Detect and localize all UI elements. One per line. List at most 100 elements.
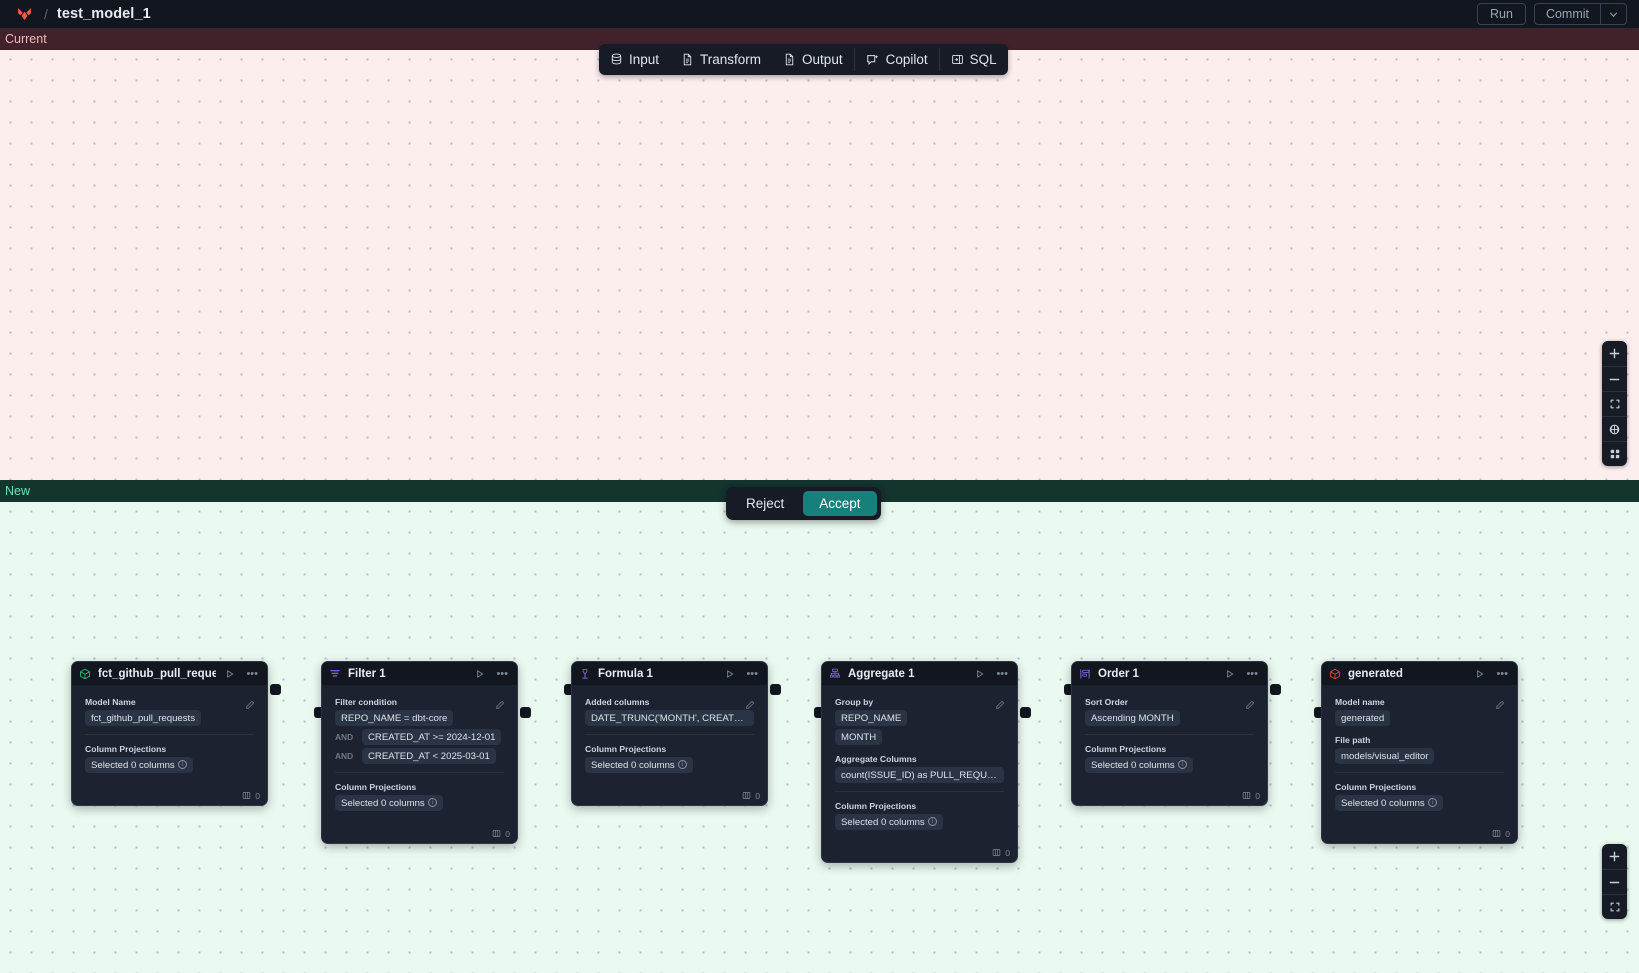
node-card-order[interactable]: Order 1 ••• Sort Order Ascending MONTH C…: [1071, 661, 1268, 806]
node-header: Filter 1 •••: [322, 662, 517, 685]
field-label: Group by: [835, 697, 874, 707]
run-node-icon[interactable]: [1223, 669, 1237, 679]
toolbar-item-transform[interactable]: Transform: [670, 44, 772, 75]
globe-icon[interactable]: [1602, 416, 1627, 441]
edit-pencil-icon[interactable]: [1245, 697, 1255, 715]
filter-condition-chip[interactable]: CREATED_AT >= 2024-12-01: [362, 729, 502, 745]
node-port-out[interactable]: [1270, 684, 1281, 695]
edit-pencil-icon[interactable]: [495, 697, 505, 715]
node-port-out[interactable]: [270, 684, 281, 695]
top-bar: / test_model_1 Run Commit: [0, 0, 1639, 28]
database-icon: [610, 53, 623, 66]
toolbar-divider: [853, 48, 855, 71]
column-count: 0: [505, 829, 510, 839]
node-more-options-icon[interactable]: •••: [1246, 667, 1258, 680]
edit-pencil-icon[interactable]: [745, 697, 755, 715]
node-port-in[interactable]: [1064, 684, 1075, 695]
info-icon[interactable]: i: [1427, 798, 1437, 808]
plus-icon[interactable]: [1602, 341, 1627, 366]
run-button[interactable]: Run: [1477, 3, 1526, 25]
run-node-icon[interactable]: [973, 669, 987, 679]
node-footer: 0: [572, 790, 767, 805]
info-icon[interactable]: i: [677, 760, 687, 770]
reject-button[interactable]: Reject: [746, 496, 785, 511]
column-count: 0: [1505, 829, 1510, 839]
field-label: Column Projections: [1335, 782, 1417, 792]
canvas-dot-grid-current: [0, 28, 1639, 480]
node-card-filter[interactable]: Filter 1 ••• Filter condition REPO_NAME …: [321, 661, 518, 844]
toolbar-item-output[interactable]: Output: [772, 44, 854, 75]
field-label: Column Projections: [585, 744, 667, 754]
added-column-chip[interactable]: DATE_TRUNC('MONTH', CREATED_AT...: [585, 710, 754, 726]
chevron-down-icon[interactable]: [1600, 4, 1626, 24]
node-card-aggregate[interactable]: Aggregate 1 ••• Group by REPO_NAME MONTH…: [821, 661, 1018, 863]
node-port-in[interactable]: [814, 707, 825, 718]
filter-condition-chip[interactable]: REPO_NAME = dbt-core: [335, 710, 454, 726]
run-node-icon[interactable]: [723, 669, 737, 679]
node-title: fct_github_pull_requests: [98, 667, 217, 680]
fit-view-icon[interactable]: [1602, 894, 1627, 919]
grid-icon[interactable]: [1602, 441, 1627, 466]
node-port-in[interactable]: [564, 684, 575, 695]
file-text-icon: [783, 53, 796, 66]
info-icon[interactable]: i: [927, 817, 937, 827]
filter-condition-chip[interactable]: CREATED_AT < 2025-03-01: [362, 748, 496, 764]
node-title: Filter 1: [348, 667, 386, 680]
dbt-logo-icon[interactable]: [14, 4, 34, 24]
node-more-options-icon[interactable]: •••: [496, 667, 508, 680]
fit-view-icon[interactable]: [1602, 391, 1627, 416]
model-name-chip[interactable]: generated: [1335, 710, 1391, 726]
file-text-icon: [681, 53, 694, 66]
column-count: 0: [1255, 791, 1260, 801]
node-card-source[interactable]: fct_github_pull_requests ••• Model Name …: [71, 661, 268, 806]
node-more-options-icon[interactable]: •••: [996, 667, 1008, 680]
toolbar-item-sql[interactable]: SQL: [940, 44, 1008, 75]
node-title: Aggregate 1: [848, 667, 915, 680]
field-value-chip[interactable]: fct_github_pull_requests: [85, 710, 202, 726]
node-more-options-icon[interactable]: •••: [246, 667, 258, 680]
minus-icon[interactable]: [1602, 366, 1627, 391]
field-divider: [1085, 734, 1254, 735]
node-port-out[interactable]: [770, 684, 781, 695]
edit-pencil-icon[interactable]: [1495, 697, 1505, 715]
node-port-in[interactable]: [314, 707, 325, 718]
accept-button[interactable]: Accept: [803, 491, 877, 516]
info-icon[interactable]: i: [1177, 760, 1187, 770]
info-icon[interactable]: i: [427, 798, 437, 808]
node-more-options-icon[interactable]: •••: [746, 667, 758, 680]
group-by-chip[interactable]: MONTH: [835, 729, 883, 745]
toolbar-item-input[interactable]: Input: [599, 44, 670, 75]
node-card-formula[interactable]: Formula 1 ••• Added columns DATE_TRUNC('…: [571, 661, 768, 806]
run-node-icon[interactable]: [223, 669, 237, 679]
commit-button[interactable]: Commit: [1545, 7, 1589, 21]
node-more-options-icon[interactable]: •••: [1496, 667, 1508, 680]
node-header: generated •••: [1322, 662, 1517, 685]
sort-order-chip[interactable]: Ascending MONTH: [1085, 710, 1180, 726]
node-body: Model Name fct_github_pull_requests Colu…: [77, 690, 262, 785]
group-by-chip[interactable]: REPO_NAME: [835, 710, 908, 726]
run-node-icon[interactable]: [1473, 669, 1487, 679]
plus-icon[interactable]: [1602, 844, 1627, 869]
node-port-in[interactable]: [1314, 707, 1325, 718]
pane-current[interactable]: Current: [0, 28, 1639, 480]
file-path-chip[interactable]: models/visual_editor: [1335, 748, 1435, 764]
toolbar-item-sql-label: SQL: [969, 52, 997, 67]
run-node-icon[interactable]: [473, 669, 487, 679]
edit-pencil-icon[interactable]: [245, 697, 255, 715]
toolbar-item-copilot[interactable]: Copilot: [855, 44, 939, 75]
toolbar-item-copilot-label: Copilot: [885, 52, 928, 67]
edit-pencil-icon[interactable]: [995, 697, 1005, 715]
node-port-out[interactable]: [520, 707, 531, 718]
node-port-out[interactable]: [1020, 707, 1031, 718]
node-card-output[interactable]: generated ••• Model name generated File …: [1321, 661, 1518, 844]
aggregate-column-chip[interactable]: count(ISSUE_ID) as PULL_REQUEST_...: [835, 767, 1004, 783]
node-body: Group by REPO_NAME MONTH Aggregate Colum…: [827, 690, 1012, 842]
info-icon[interactable]: i: [177, 760, 187, 770]
minus-icon[interactable]: [1602, 869, 1627, 894]
